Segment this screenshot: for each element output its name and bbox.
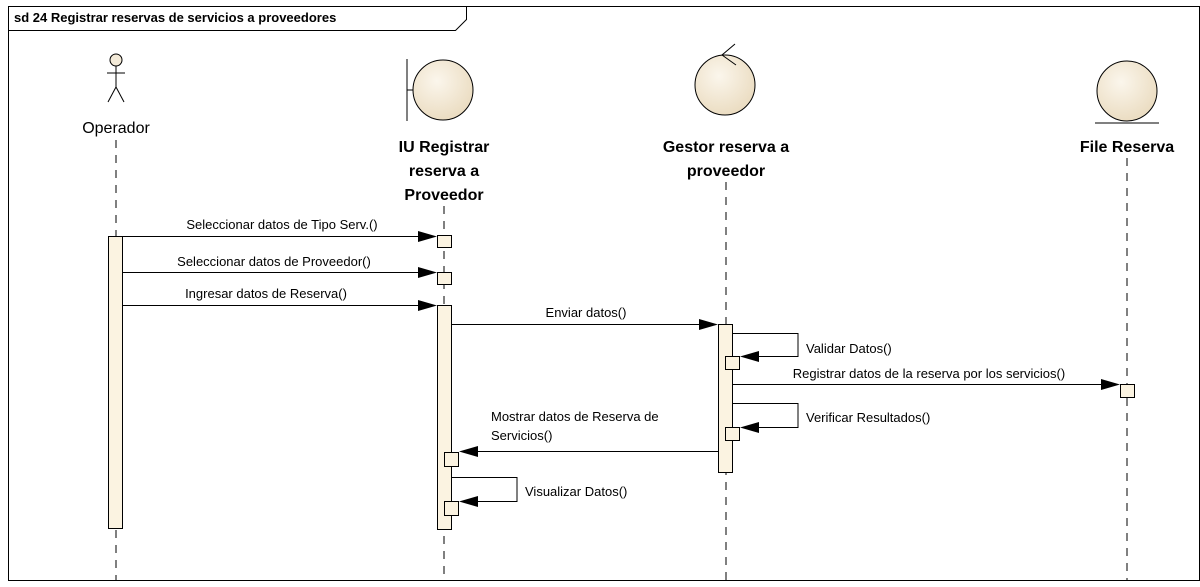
- participant-label-line1: Gestor reserva a: [663, 139, 789, 156]
- actor-icon: [107, 53, 125, 103]
- boundary-icon: [406, 59, 474, 121]
- message-label: Verificar Resultados(): [806, 410, 930, 425]
- entity-icon: [1095, 60, 1159, 124]
- participant-label-line3: Proveedor: [404, 187, 483, 204]
- activation-bar-gestor: [718, 324, 733, 473]
- message-label-line2: Servicios(): [491, 428, 552, 443]
- activation-box-file: [1120, 384, 1135, 398]
- message-ingresar-reserva: Ingresar datos de Reserva(): [123, 286, 437, 311]
- participant-file-reserva: File Reserva: [1080, 60, 1174, 156]
- activation-box-gestor-1: [725, 356, 740, 370]
- message-verificar-resultados: Verificar Resultados(): [733, 403, 930, 433]
- message-label: Validar Datos(): [806, 341, 892, 356]
- activation-box-iu-2: [437, 272, 452, 285]
- message-label: Ingresar datos de Reserva(): [185, 286, 347, 301]
- message-label: Enviar datos(): [546, 305, 627, 320]
- activation-box-iu-3: [444, 452, 459, 467]
- message-enviar-datos: Enviar datos(): [452, 305, 718, 330]
- message-seleccionar-tipo-serv: Seleccionar datos de Tipo Serv.(): [123, 217, 437, 242]
- activation-box-iu-4: [444, 501, 459, 516]
- participant-gestor-reserva: Gestor reserva a proveedor: [663, 43, 789, 180]
- message-mostrar-reserva: Mostrar datos de Reserva de Servicios(): [459, 409, 718, 457]
- message-label: Visualizar Datos(): [525, 484, 627, 499]
- message-seleccionar-proveedor: Seleccionar datos de Proveedor(): [123, 254, 437, 278]
- participant-label-line1: IU Registrar: [399, 139, 490, 156]
- message-label: Registrar datos de la reserva por los se…: [793, 366, 1065, 381]
- frame-title-tab: [8, 6, 467, 31]
- message-label: Seleccionar datos de Tipo Serv.(): [186, 217, 377, 232]
- message-label: Seleccionar datos de Proveedor(): [177, 254, 371, 269]
- message-validar-datos: Validar Datos(): [733, 333, 892, 362]
- frame-title: sd 24 Registrar reservas de servicios a …: [14, 10, 336, 25]
- participant-iu-registrar: IU Registrar reserva a Proveedor: [399, 59, 490, 204]
- activation-box-iu-1: [437, 235, 452, 248]
- message-registrar-datos: Registrar datos de la reserva por los se…: [733, 366, 1120, 390]
- control-icon: [694, 43, 756, 116]
- activation-bar-iu: [437, 305, 452, 530]
- message-label-line1: Mostrar datos de Reserva de: [491, 409, 659, 424]
- participant-label-line2: proveedor: [687, 163, 765, 180]
- activation-bar-operador: [108, 236, 123, 529]
- message-visualizar-datos: Visualizar Datos(): [452, 477, 627, 507]
- activation-box-gestor-2: [725, 427, 740, 441]
- participant-label-line2: reserva a: [409, 163, 479, 180]
- actor-operador: Operador: [82, 53, 150, 137]
- participant-label: File Reserva: [1080, 139, 1174, 156]
- actor-label: Operador: [82, 120, 150, 137]
